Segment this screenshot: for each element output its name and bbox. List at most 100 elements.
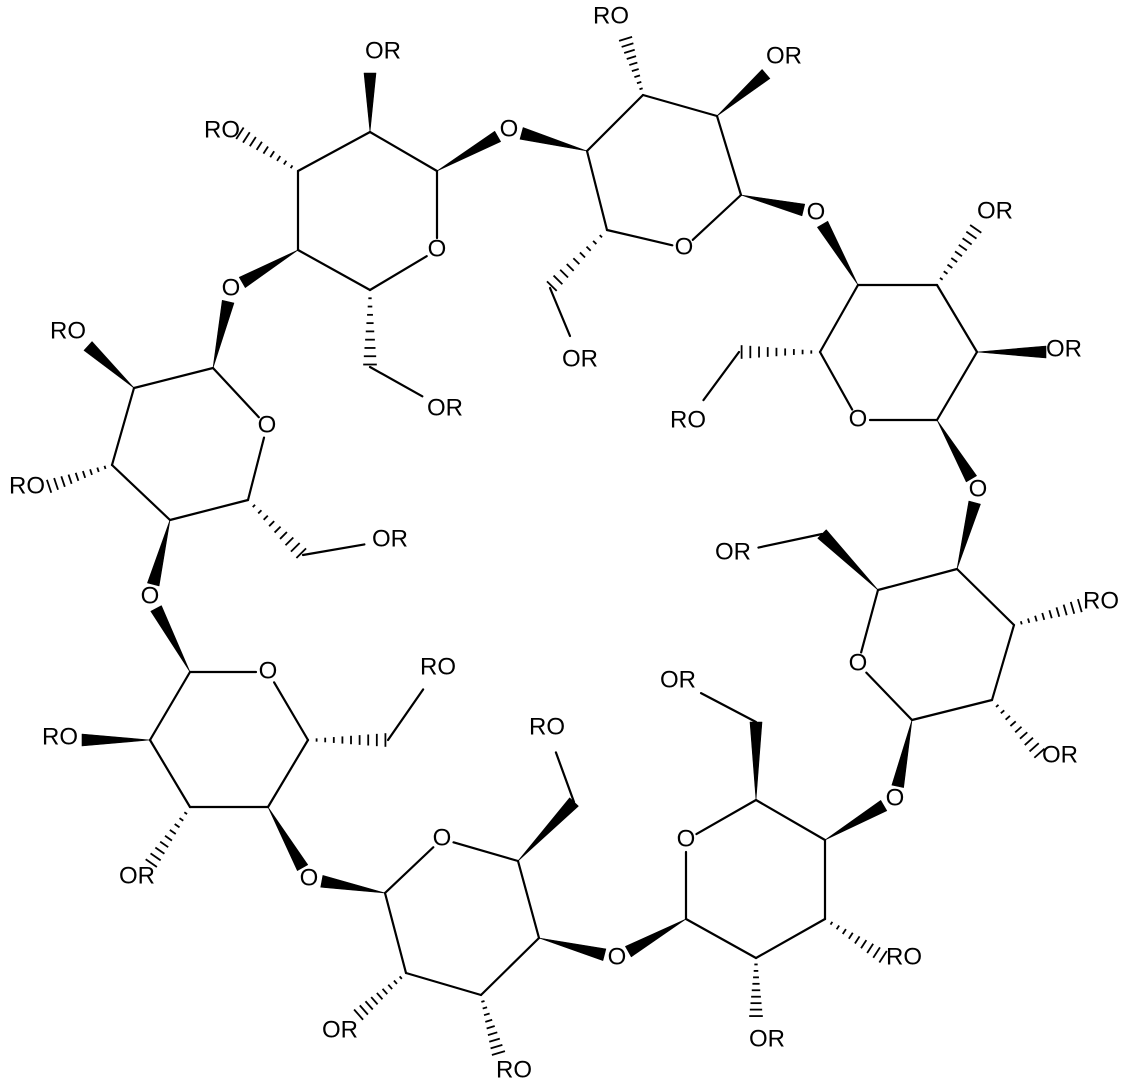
hash-line — [623, 48, 635, 54]
hash-line — [1041, 612, 1046, 621]
ring-bond — [955, 567, 1016, 627]
glycosidic-oxygen-label: O — [886, 784, 905, 811]
ch2o-bond — [368, 365, 424, 398]
ring-oxygen-label: O — [849, 405, 868, 432]
hash-line — [284, 536, 294, 546]
substituent-bond — [46, 465, 107, 494]
substituent-label: RO — [593, 2, 629, 29]
ring-bond — [246, 436, 266, 502]
substituent-label: OR — [562, 345, 598, 372]
hash-line — [559, 269, 569, 279]
hash-line — [481, 1000, 485, 1003]
ring-bond — [296, 248, 372, 292]
hash-line — [257, 509, 263, 515]
substituent-bond — [618, 35, 643, 91]
ch2-bond — [740, 345, 813, 359]
hash-line — [262, 145, 269, 155]
hash-line — [1024, 737, 1034, 746]
ring-oxygen-label: O — [849, 649, 868, 676]
hash-line — [872, 946, 881, 959]
glycosidic-bond — [817, 220, 859, 286]
substituent-label: OR — [427, 394, 463, 421]
glycosidic-oxygen-label: O — [300, 864, 319, 891]
substituent-bond — [716, 69, 771, 117]
ring-bond — [876, 567, 959, 592]
hash-line — [67, 474, 73, 485]
glycosidic-oxygen-label: O — [500, 115, 519, 142]
hash-line — [46, 479, 53, 494]
glycosidic-bond — [519, 127, 588, 152]
hash-line — [1005, 715, 1011, 721]
hash-line — [485, 1018, 493, 1023]
hash-line — [585, 246, 592, 252]
hash-line — [273, 525, 282, 534]
substituent-label: RO — [886, 943, 922, 970]
ring-oxygen-label: O — [675, 233, 694, 260]
hash-line — [962, 237, 973, 246]
ring-bond — [272, 681, 310, 742]
hash-line — [164, 835, 173, 842]
hash-line — [490, 1043, 503, 1050]
hash-line — [353, 1008, 364, 1021]
hash-line — [283, 160, 288, 166]
hash-line — [249, 136, 257, 147]
substituent-bond — [363, 72, 377, 133]
hash-line — [268, 520, 275, 527]
hash-line — [860, 939, 868, 949]
hash-line — [634, 74, 641, 79]
hash-line — [954, 250, 963, 257]
hash-line — [359, 1004, 369, 1016]
hash-line — [393, 979, 398, 985]
substituent-bond — [83, 341, 135, 389]
hash-line — [290, 542, 301, 553]
ring-bond — [605, 228, 674, 247]
substituent-label: RO — [529, 713, 565, 740]
hash-line — [629, 61, 638, 66]
hash-line — [639, 87, 643, 91]
hash-line — [179, 817, 184, 822]
hash-line — [950, 257, 958, 263]
ring-bond — [715, 114, 743, 197]
hash-line — [835, 924, 840, 930]
hash-line — [1055, 607, 1061, 618]
hash-line — [1019, 621, 1023, 625]
hash-line — [566, 263, 575, 272]
hash-line — [381, 988, 388, 995]
glycosidic-bond — [238, 249, 299, 288]
glycosidic-bond — [891, 719, 913, 788]
hash-line — [235, 127, 245, 140]
hash-line — [269, 150, 275, 158]
substituent-label: OR — [372, 525, 408, 552]
substituent-label: OR — [322, 1016, 358, 1043]
substituent-label: RO — [420, 653, 456, 680]
substituent-bond — [145, 811, 188, 868]
hash-line — [626, 55, 637, 60]
substituent-label: OR — [119, 862, 155, 889]
hash-line — [74, 472, 80, 482]
ring-oxygen-label: O — [677, 825, 696, 852]
hash-line — [1027, 618, 1031, 624]
glycosidic-oxygen-label: O — [141, 582, 160, 609]
substituent-label: RO — [496, 1056, 532, 1083]
hash-line — [1062, 604, 1068, 616]
substituent-label: OR — [749, 1025, 785, 1052]
ring-bond — [910, 698, 994, 722]
ring-bond — [860, 588, 880, 654]
ring-bond — [684, 917, 758, 960]
hash-line — [1033, 748, 1046, 759]
ring-oxygen-label: O — [258, 411, 277, 438]
hash-line — [1028, 742, 1040, 753]
hash-line — [150, 852, 162, 862]
ring-bond — [383, 846, 435, 895]
substituent-bond — [1019, 598, 1083, 625]
ring-bond — [818, 350, 854, 411]
hash-line — [546, 280, 558, 292]
hash-line — [969, 224, 982, 234]
ring-bond — [818, 283, 860, 354]
hash-line — [370, 996, 379, 1005]
hash-line — [364, 1000, 374, 1011]
ring-bond — [585, 149, 609, 232]
substituent-label: OR — [766, 42, 802, 69]
hash-line — [60, 476, 66, 488]
